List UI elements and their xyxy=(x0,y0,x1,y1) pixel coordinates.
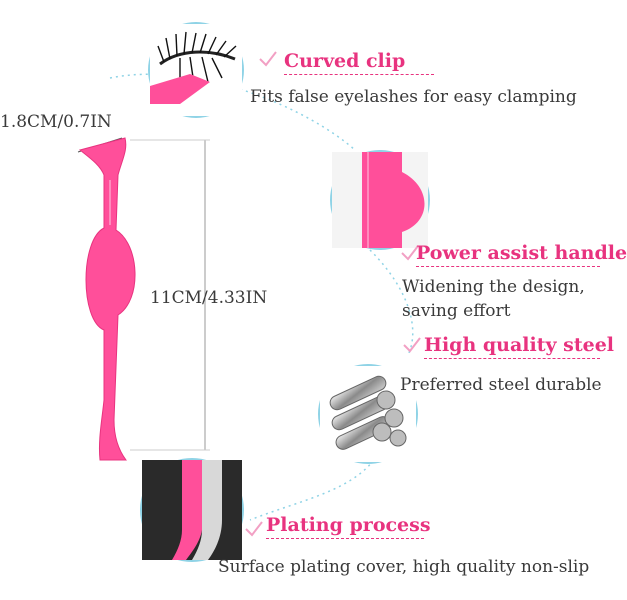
feature-title-plating-process: Plating process xyxy=(266,514,431,539)
feature-title-curved-clip: Curved clip xyxy=(284,50,434,75)
feature-desc-curved-clip: Fits false eyelashes for easy clamping xyxy=(250,87,577,107)
plating-detail-image xyxy=(140,458,244,562)
feature-title-power-assist-handle: Power assist handle xyxy=(416,242,627,267)
feature-title-high-quality-steel: High quality steel xyxy=(424,334,614,359)
feature-desc-high-quality-steel: Preferred steel durable xyxy=(400,375,602,395)
check-icon xyxy=(244,520,264,542)
check-icon xyxy=(258,50,278,72)
eyelash-detail-image xyxy=(148,22,244,118)
check-icon xyxy=(400,244,420,266)
width-dimension-label: 1.8CM/0.7IN xyxy=(0,112,112,132)
handle-detail-image xyxy=(330,150,430,250)
steel-detail-image xyxy=(318,364,418,464)
feature-desc-power-assist-line1: Widening the design, xyxy=(402,277,585,297)
feature-desc-plating-process: Surface plating cover, high quality non-… xyxy=(218,557,590,577)
feature-desc-power-assist-line2: saving effort xyxy=(402,301,511,321)
length-dimension-label: 11CM/4.33IN xyxy=(150,288,268,308)
connector-arc xyxy=(109,73,414,521)
check-icon xyxy=(402,336,422,358)
tweezer-body xyxy=(78,137,136,461)
tweezer-illustration xyxy=(77,137,210,461)
